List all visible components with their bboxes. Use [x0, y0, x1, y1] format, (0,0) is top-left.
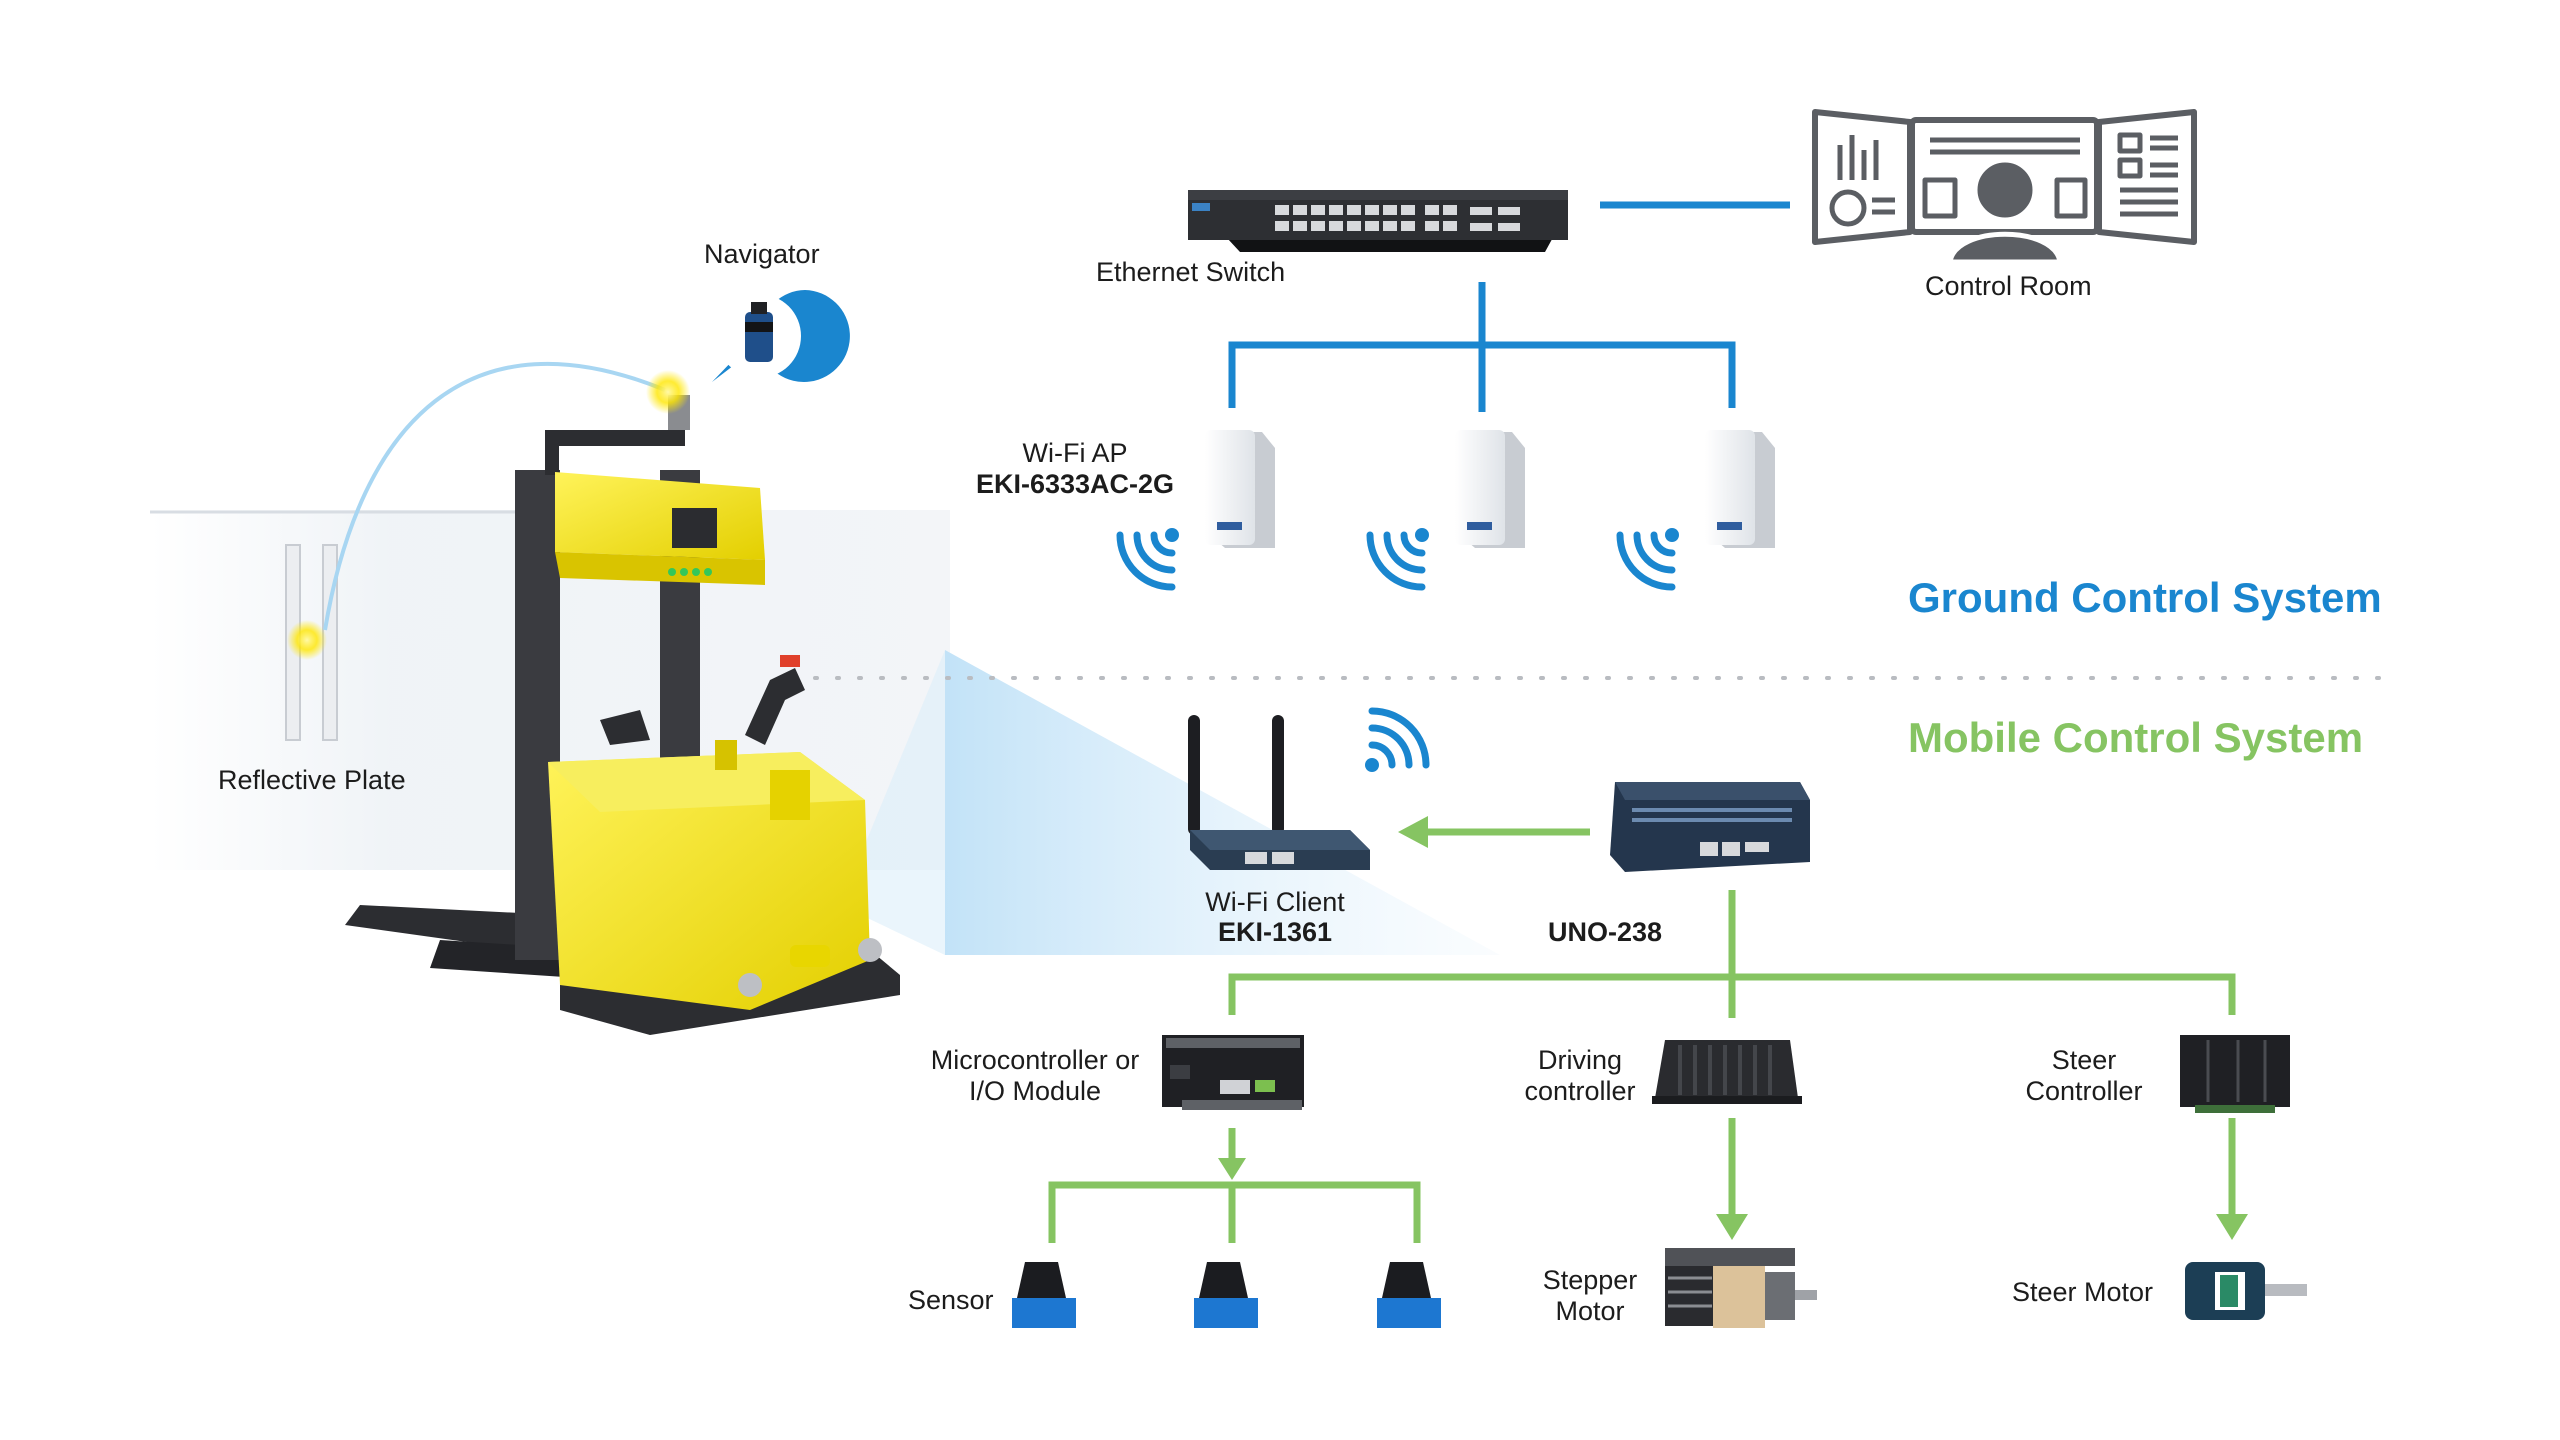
steer-controller-label-line1: Steer [2051, 1045, 2117, 1075]
microcontroller-label-line1: Microcontroller or [930, 1045, 1140, 1075]
agv-link-beam [945, 650, 1500, 955]
wifi-ap-icon [1705, 430, 1775, 548]
reflective-plate-label: Reflective Plate [218, 765, 406, 795]
navigator-beam [323, 361, 666, 631]
sensor-icon [1194, 1262, 1258, 1328]
navigator-label: Navigator [704, 239, 820, 269]
navigator-icon [712, 290, 850, 382]
sensor-icon [1377, 1262, 1441, 1328]
stepper-motor-label-line1: Stepper [1542, 1265, 1638, 1295]
driving-controller-label-line1: Driving [1537, 1045, 1623, 1075]
uno-238-computer-icon [1610, 782, 1810, 872]
ethernet-switch-label: Ethernet Switch [1096, 257, 1286, 287]
ethernet-switch-icon [1188, 190, 1568, 252]
mobile-control-system-title: Mobile Control System [1908, 714, 2363, 761]
stepper-motor-icon [1665, 1248, 1817, 1328]
sensor-icon [1012, 1262, 1076, 1328]
wifi-signal-icon [1365, 707, 1430, 772]
control-room-label: Control Room [1925, 271, 2092, 301]
wifi-ap-label: Wi-Fi AP [1022, 438, 1128, 468]
microcontroller-label-line2: I/O Module [968, 1076, 1102, 1106]
steer-controller-label-line2: Controller [2025, 1076, 2143, 1106]
microcontroller-icon [1162, 1035, 1304, 1110]
wifi-signal-icon [1366, 528, 1429, 591]
sensor-label: Sensor [908, 1285, 994, 1315]
control-room-icon [1812, 109, 2197, 265]
driving-controller-label-line2: controller [1524, 1076, 1636, 1106]
wifi-client-router-icon [1188, 715, 1370, 870]
ground-connections [1228, 201, 1790, 412]
uno-238-label: UNO-238 [1547, 917, 1663, 947]
arrowheads [1218, 816, 2248, 1240]
wifi-ap-model: EKI-6333AC-2G [975, 469, 1175, 499]
wifi-ap-icon [1205, 430, 1275, 548]
wifi-ap-icon [1455, 430, 1525, 548]
wifi-signal-icon [1616, 528, 1679, 591]
reflective-plate-icon [285, 544, 338, 741]
mobile-connections [1048, 828, 2236, 1243]
wifi-client-label: Wi-Fi Client [1205, 887, 1345, 917]
steer-motor-icon [2185, 1262, 2307, 1320]
agv-forklift-icon [345, 370, 900, 1035]
wifi-client-model: EKI-1361 [1217, 917, 1333, 947]
ground-control-system-title: Ground Control System [1908, 574, 2382, 621]
driving-controller-icon [1652, 1040, 1802, 1104]
steer-motor-label: Steer Motor [2012, 1277, 2154, 1307]
steer-controller-icon [2180, 1035, 2290, 1113]
wifi-signal-icon [1116, 528, 1179, 591]
stepper-motor-label-line2: Motor [1555, 1296, 1625, 1326]
